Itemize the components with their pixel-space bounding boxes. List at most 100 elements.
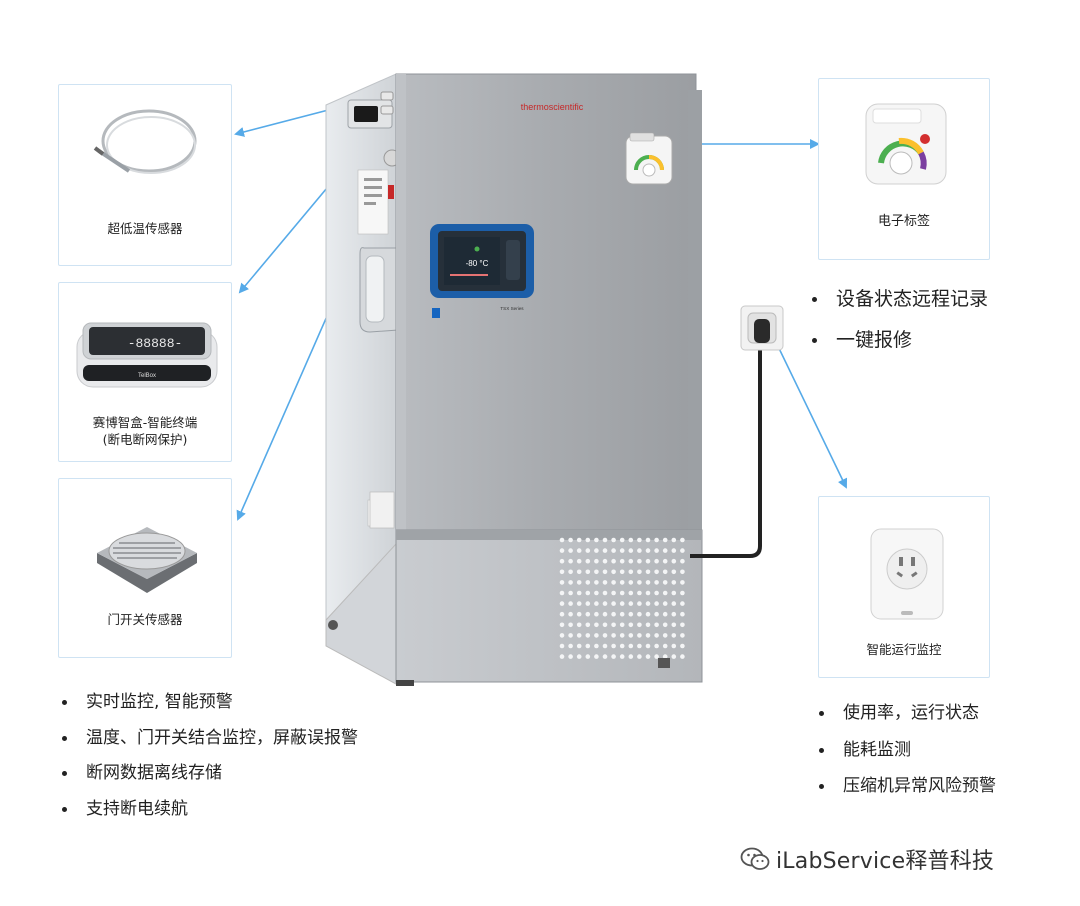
vent-hole bbox=[576, 601, 582, 606]
vent-hole bbox=[628, 580, 634, 585]
vent-hole bbox=[654, 548, 659, 553]
card-label: 电子标签 bbox=[877, 214, 930, 229]
vent-hole bbox=[654, 643, 659, 649]
vent-hole bbox=[619, 654, 625, 659]
smart-terminal-device-icon: -88888- TelBox bbox=[76, 322, 218, 388]
vent-hole bbox=[602, 537, 608, 543]
vent-hole bbox=[637, 633, 642, 638]
vent-hole bbox=[671, 643, 677, 649]
terminal-brand-text: TelBox bbox=[138, 373, 156, 379]
vent-hole bbox=[671, 548, 677, 553]
vent-hole bbox=[645, 654, 651, 659]
vent-hole bbox=[568, 548, 573, 553]
list-item: 断网数据离线存储 bbox=[58, 764, 358, 782]
vent-hole bbox=[594, 537, 599, 543]
vent-hole bbox=[645, 580, 651, 585]
vent-hole bbox=[637, 537, 642, 543]
card-e-tag: 电子标签 bbox=[818, 78, 990, 260]
vent-hole bbox=[559, 580, 565, 585]
vent-hole bbox=[559, 601, 565, 606]
vent-hole bbox=[628, 643, 634, 649]
vent-hole bbox=[671, 580, 677, 585]
vent-hole bbox=[576, 580, 582, 585]
vent-hole bbox=[611, 558, 616, 564]
freezer-brand-text: thermoscientific bbox=[521, 102, 584, 112]
arrow-to-smart-plug bbox=[773, 337, 848, 489]
vent-hole bbox=[576, 537, 582, 543]
vent-hole bbox=[619, 537, 625, 543]
card-ultra-low-temp-sensor: 超低温传感器 bbox=[58, 84, 232, 266]
vent-hole bbox=[585, 622, 591, 628]
vent-hole bbox=[680, 633, 685, 638]
vent-hole bbox=[559, 622, 565, 628]
wall-socket bbox=[740, 305, 784, 351]
vent-hole bbox=[594, 580, 599, 585]
e-tag-feature-list: 设备状态远程记录 一键报修 bbox=[808, 288, 988, 370]
vent-hole bbox=[585, 580, 591, 585]
vent-hole bbox=[637, 622, 642, 628]
plug-feature-list: 使用率，运行状态 能耗监测 压缩机异常风险预警 bbox=[815, 704, 996, 814]
vent-hole bbox=[645, 558, 651, 564]
vent-hole bbox=[576, 569, 582, 575]
vent-hole bbox=[602, 558, 608, 564]
vent-hole bbox=[680, 548, 685, 553]
list-item: 设备状态远程记录 bbox=[808, 288, 988, 310]
vent-hole bbox=[628, 548, 634, 553]
vent-hole bbox=[611, 643, 616, 649]
vent-hole bbox=[671, 601, 677, 606]
vent-hole bbox=[671, 622, 677, 628]
vent-hole bbox=[576, 654, 582, 659]
vent-hole bbox=[662, 643, 668, 649]
vent-hole bbox=[654, 611, 659, 617]
vent-hole bbox=[568, 601, 573, 606]
vent-hole bbox=[671, 569, 677, 575]
card-label: 超低温传感器 bbox=[107, 221, 183, 236]
vent-hole bbox=[602, 569, 608, 575]
vent-hole bbox=[671, 611, 677, 617]
vent-hole bbox=[654, 537, 659, 543]
vent-hole bbox=[585, 633, 591, 638]
vent-hole bbox=[680, 622, 685, 628]
vent-hole bbox=[602, 601, 608, 606]
vent-hole bbox=[645, 590, 651, 596]
list-item: 压缩机异常风险预警 bbox=[815, 777, 996, 796]
vent-hole bbox=[594, 633, 599, 638]
vent-hole bbox=[628, 537, 634, 543]
vent-hole bbox=[585, 643, 591, 649]
vent-hole bbox=[637, 654, 642, 659]
vent-hole bbox=[568, 537, 573, 543]
vent-hole bbox=[576, 558, 582, 564]
vent-hole bbox=[645, 569, 651, 575]
vent-hole bbox=[680, 654, 685, 659]
vent-hole bbox=[576, 548, 582, 553]
vent-hole bbox=[645, 548, 651, 553]
card-label: 智能运行监控 bbox=[866, 642, 942, 657]
vent-hole bbox=[619, 643, 625, 649]
list-item: 使用率，运行状态 bbox=[815, 704, 996, 723]
display-temperature: -80 °C bbox=[466, 259, 489, 268]
vent-hole bbox=[619, 590, 625, 596]
vent-hole bbox=[628, 558, 634, 564]
vent-hole bbox=[662, 633, 668, 638]
vent-hole bbox=[628, 601, 634, 606]
left-feature-list: 实时监控, 智能预警 温度、门开关结合监控，屏蔽误报警 断网数据离线存储 支持断… bbox=[58, 693, 358, 835]
vent-hole bbox=[585, 654, 591, 659]
vent-hole bbox=[662, 569, 668, 575]
vent-hole bbox=[662, 548, 668, 553]
vent-hole bbox=[662, 537, 668, 543]
vent-hole bbox=[654, 580, 659, 585]
vent-hole bbox=[671, 654, 677, 659]
vent-hole bbox=[611, 601, 616, 606]
vent-hole bbox=[671, 633, 677, 638]
vent-hole bbox=[654, 590, 659, 596]
vent-hole bbox=[559, 569, 565, 575]
vent-hole bbox=[654, 633, 659, 638]
vent-hole bbox=[619, 569, 625, 575]
vent-hole bbox=[594, 601, 599, 606]
vent-hole bbox=[628, 633, 634, 638]
vent-hole bbox=[637, 643, 642, 649]
vent-hole bbox=[637, 611, 642, 617]
vent-hole bbox=[585, 558, 591, 564]
vent-hole bbox=[637, 601, 642, 606]
vent-hole bbox=[628, 590, 634, 596]
